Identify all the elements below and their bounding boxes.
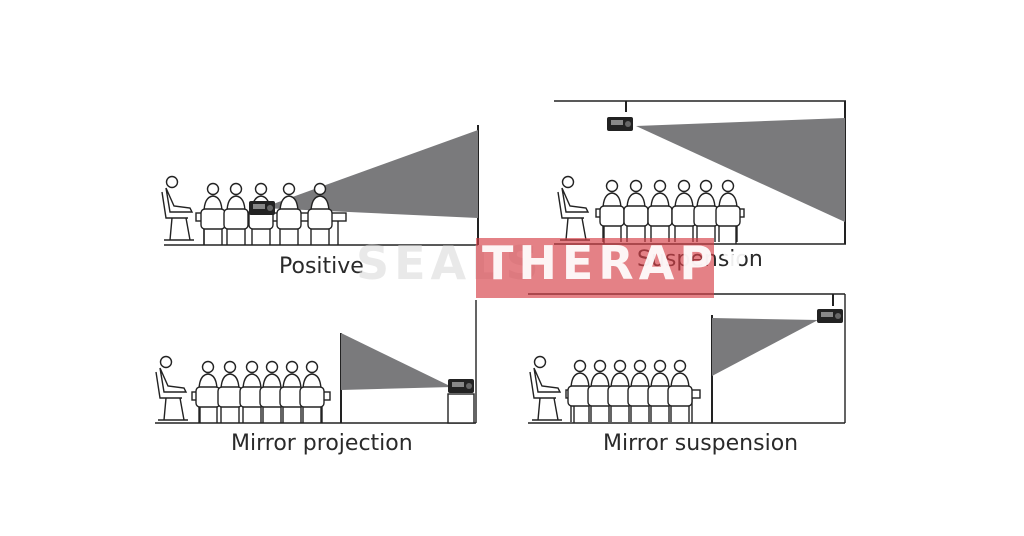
projection-beam [262,130,478,218]
person-icon [277,184,301,246]
person-icon [196,362,220,424]
person-icon [161,175,195,241]
projector-stand-icon [447,393,475,424]
projection-beam [341,333,452,390]
person-icon [224,184,248,246]
watermark-brand: THERAPY [482,236,757,290]
person-icon [201,184,225,246]
person-icon [624,181,648,243]
projector-icon [817,309,843,323]
projector-icon [249,201,275,215]
person-icon [672,181,696,243]
person-icon [300,362,324,424]
projector-icon [607,117,633,131]
person-icon [648,181,672,243]
caption-positive: Positive [279,254,364,279]
projection-beam [636,118,845,222]
person-icon [155,355,189,421]
projection-beam [712,318,818,376]
panel-mirror-projection [155,300,477,424]
panel-mirror-suspension [528,293,846,424]
panel-suspension [554,100,846,245]
person-icon [694,181,718,243]
person-icon [529,355,563,421]
person-icon [716,181,740,243]
watermark-logo [476,238,714,298]
person-icon [668,361,692,423]
person-icon [557,175,591,241]
projector-icon [448,379,474,393]
caption-mirror-suspension: Mirror suspension [603,431,799,456]
person-icon [218,362,242,424]
caption-mirror-projection: Mirror projection [231,431,413,456]
person-icon [600,181,624,243]
panel-positive [161,125,479,246]
